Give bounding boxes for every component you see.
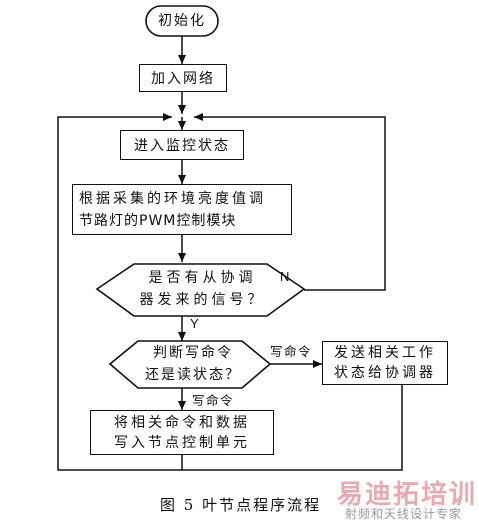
start-shape xyxy=(145,5,219,37)
adjust-line-1: 根据采集的环境亮度值调 xyxy=(79,190,266,207)
edge-no-loop xyxy=(194,113,386,291)
decision2-text: 判断写命令 还是读状态？ xyxy=(128,342,258,386)
write-cmd-label-down: 写命令 xyxy=(192,393,235,408)
monitor-state-box: 进入监控状态 xyxy=(120,130,244,160)
decision1-line-1: 是否有从协调 xyxy=(148,270,257,286)
decision1-text: 是否有从协调 器发来的信号？ xyxy=(130,267,275,311)
send-line-2: 状态给协调器 xyxy=(334,365,436,381)
adjust-line-2: 节路灯的PWM控制模块 xyxy=(79,212,237,229)
watermark-subtitle: 射频和天线设计专家 xyxy=(345,507,463,521)
yes-label: Y xyxy=(190,316,201,331)
edge-send-bottom xyxy=(182,385,403,471)
decision1-line-2: 器发来的信号？ xyxy=(139,292,266,308)
write-cmd-label-right: 写命令 xyxy=(270,344,313,359)
send-status-box: 发送相关工作 状态给协调器 xyxy=(322,341,448,385)
figure-caption: 图 5 叶节点程序流程 xyxy=(160,496,322,514)
watermark-brand: 易迪拓培训 xyxy=(337,480,478,510)
decision1-shape xyxy=(95,263,306,317)
start-node: 初始化 xyxy=(158,13,206,29)
adjust-brightness-box: 根据采集的环境亮度值调 节路灯的PWM控制模块 xyxy=(72,184,292,235)
send-line-1: 发送相关工作 xyxy=(334,345,436,361)
no-label: N xyxy=(280,269,291,284)
decision2-line-2: 还是读状态？ xyxy=(145,367,241,383)
edge-loop-left xyxy=(57,113,182,471)
write-line-2: 写入节点控制单元 xyxy=(114,434,250,451)
decision2-line-1: 判断写命令 xyxy=(153,345,233,361)
write-line-1: 将相关命令和数据 xyxy=(114,414,250,431)
join-network-box: 加入网络 xyxy=(139,64,227,92)
write-control-unit-box: 将相关命令和数据 写入节点控制单元 xyxy=(90,410,274,455)
decision2-shape xyxy=(108,340,272,389)
